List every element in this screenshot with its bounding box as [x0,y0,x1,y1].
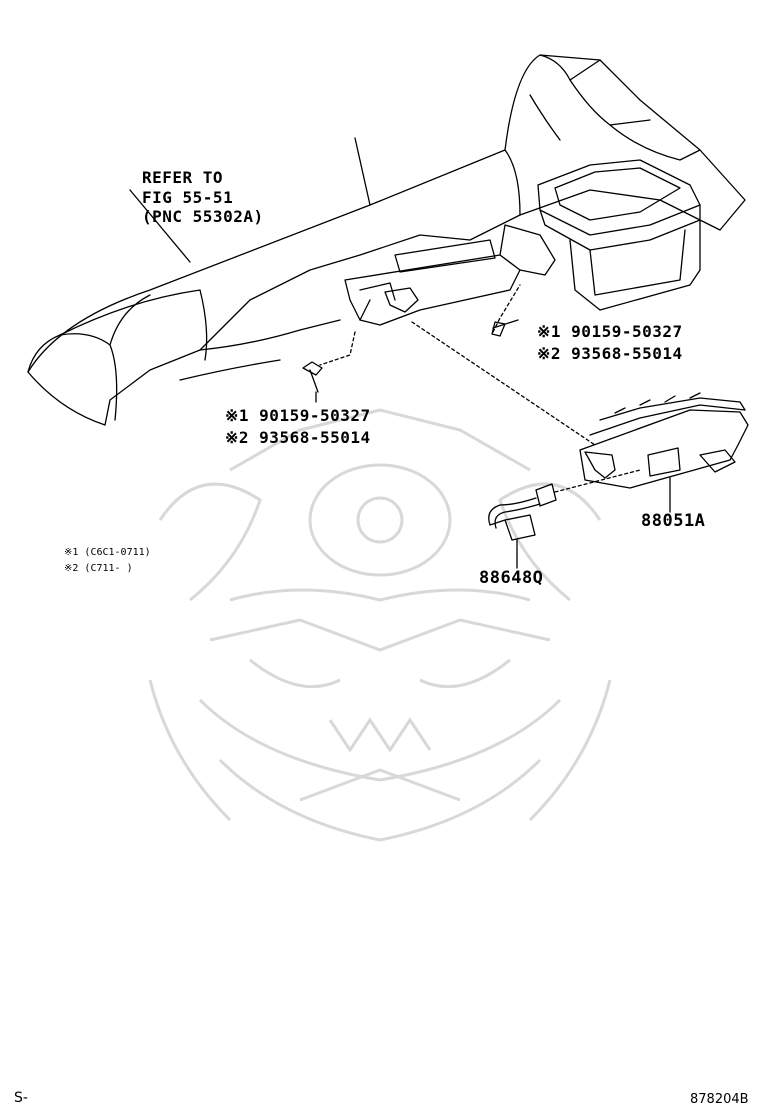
samurai-helmet-watermark-icon [148,408,612,842]
note-1: ※1 (C6C1-0711) [64,547,151,558]
harness-88648q [535,483,557,507]
bolt-upper [491,319,519,337]
refer-line-2: FIG 55-51 [142,188,234,207]
note-2: ※2 (C711- ) [64,563,133,574]
bolt-lower-part-2: ※2 93568-55014 [225,428,371,447]
refer-line-3: (PNC 55302A) [142,207,264,226]
vent-outlet [537,159,701,236]
bolt-upper-part-1: ※1 90159-50327 [537,322,683,341]
footer-left: S- [14,1090,28,1106]
bolt-upper-part-2: ※2 93568-55014 [537,344,683,363]
module-88051a [579,409,749,489]
part-label-88648q: 88648Q [479,568,544,588]
refer-line-1: REFER TO [142,168,224,187]
footer-figure-number: 878204B [690,1092,749,1107]
part-label-88051a: 88051A [641,511,706,531]
bolt-lower-part-1: ※1 90159-50327 [225,406,371,425]
bolt-lower [302,361,323,393]
console-body [27,54,746,426]
